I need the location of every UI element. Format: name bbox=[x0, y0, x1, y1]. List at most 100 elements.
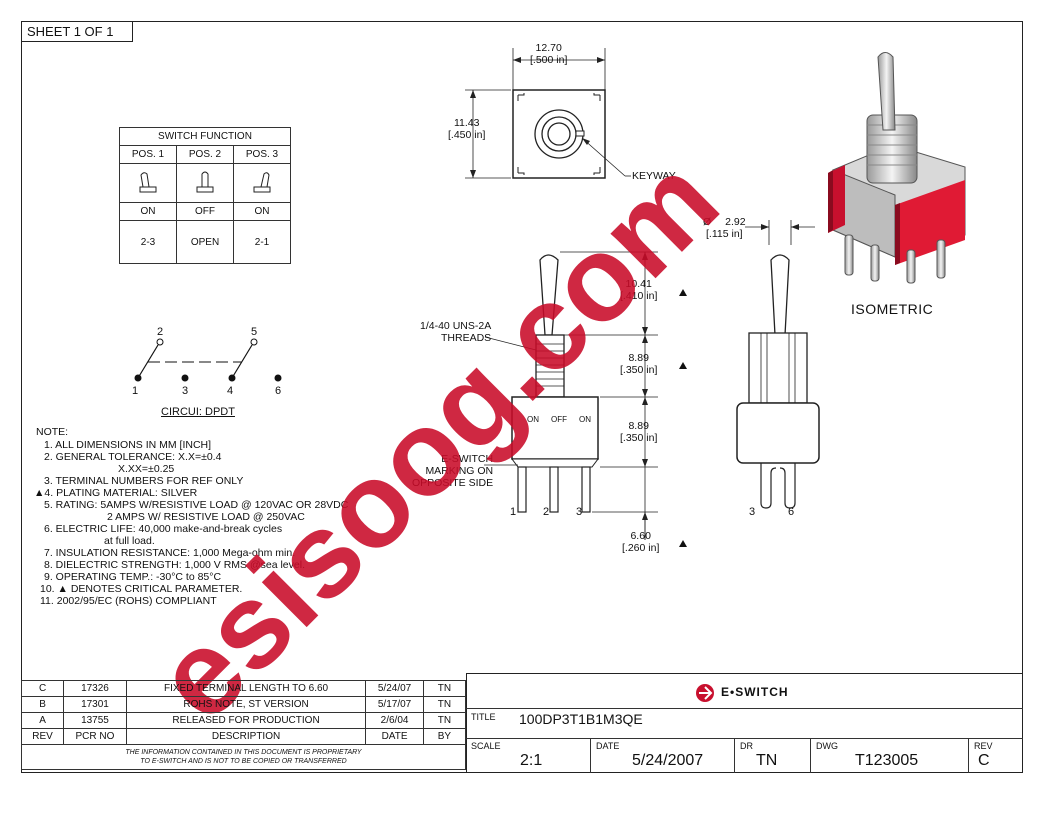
note-line: 3. TERMINAL NUMBERS FOR REF ONLY bbox=[44, 475, 244, 487]
desc-cell: ROHS NOTE, ST VERSION bbox=[125, 696, 367, 713]
marking-line-3: OPPOSITE SIDE bbox=[412, 477, 494, 489]
title-block bbox=[466, 673, 1023, 773]
note-line: 1. ALL DIMENSIONS IN MM [INCH] bbox=[44, 439, 212, 451]
dim-body-in: [.350 in] bbox=[620, 432, 658, 444]
isometric-view-image bbox=[828, 52, 966, 284]
dim-bushing-in: [.350 in] bbox=[620, 364, 658, 376]
marking-line-1: E-SWITCH bbox=[441, 453, 494, 465]
dim-width-mm: 12.70 bbox=[535, 42, 562, 54]
notes-title: NOTE: bbox=[36, 426, 69, 438]
dim-diameter-in: [.115 in] bbox=[706, 228, 743, 240]
dim-lever: 10.41 [.410 in] bbox=[620, 278, 657, 302]
switch-function-title: SWITCH FUNCTION bbox=[119, 127, 291, 146]
dwg-value: T123005 bbox=[855, 752, 919, 769]
body-marking-on-2: ON bbox=[579, 415, 591, 424]
dim-body: 8.89 [.350 in] bbox=[620, 420, 657, 444]
by-cell: TN bbox=[422, 712, 467, 729]
title-block-divider bbox=[466, 738, 1023, 739]
dim-width: 12.70 [.500 in] bbox=[530, 42, 567, 66]
state-cell: ON bbox=[233, 202, 291, 221]
rev-header: REV bbox=[20, 728, 65, 745]
title-block-divider bbox=[466, 708, 1023, 709]
note-line: 9. OPERATING TEMP.: -30°C to 85°C bbox=[44, 571, 222, 583]
e-switch-logo-icon bbox=[696, 684, 714, 702]
by-header: BY bbox=[422, 728, 467, 745]
toggle-right-icon bbox=[233, 163, 291, 203]
body-marking-off: OFF bbox=[551, 415, 567, 424]
circuit-label: CIRCUI: DPDT bbox=[161, 406, 235, 418]
note-line: at full load. bbox=[104, 535, 155, 547]
side-view-drawing bbox=[736, 220, 820, 509]
front-view-drawing bbox=[484, 251, 687, 547]
note-line: 8. DIELECTRIC STRENGTH: 1,000 V RMS @sea… bbox=[44, 559, 305, 571]
threads-label: 1/4-40 UNS-2A THREADS bbox=[420, 320, 491, 344]
note-line: 6. ELECTRIC LIFE: 40,000 make-and-break … bbox=[44, 523, 283, 535]
dim-height: 11.43 [.450 in] bbox=[448, 117, 485, 141]
state-cell: OFF bbox=[176, 202, 234, 221]
proprietary-notice: THE INFORMATION CONTAINED IN THIS DOCUME… bbox=[21, 744, 466, 770]
top-view-drawing bbox=[465, 48, 631, 179]
dim-bushing: 8.89 [.350 in] bbox=[620, 352, 657, 376]
pcr-header: PCR NO bbox=[63, 728, 127, 745]
dr-label: DR bbox=[740, 741, 753, 751]
note-line: 7. INSULATION RESISTANCE: 1,000 Mega-ohm… bbox=[44, 547, 296, 559]
connection-cell: OPEN bbox=[176, 220, 234, 264]
scale-value: 2:1 bbox=[520, 752, 543, 769]
proprietary-line-2: TO E-SWITCH AND IS NOT TO BE COPIED OR T… bbox=[140, 758, 347, 765]
title-label: TITLE bbox=[471, 712, 496, 722]
title-block-divider bbox=[590, 738, 591, 773]
rev-cell: C bbox=[20, 680, 65, 697]
desc-header: DESCRIPTION bbox=[125, 728, 367, 745]
pin-label: 3 bbox=[576, 506, 583, 518]
terminal-label: 4 bbox=[227, 385, 234, 397]
date-cell: 5/17/07 bbox=[365, 696, 424, 713]
desc-cell: RELEASED FOR PRODUCTION bbox=[125, 712, 367, 729]
isometric-label: ISOMETRIC bbox=[851, 301, 934, 317]
pos-header: POS. 1 bbox=[119, 145, 177, 164]
pin-label: 1 bbox=[510, 506, 517, 518]
note-line: 2 AMPS W/ RESISTIVE LOAD @ 250VAC bbox=[107, 511, 305, 523]
state-cell: ON bbox=[119, 202, 177, 221]
dim-terminal-in: [.260 in] bbox=[622, 542, 660, 554]
marking-label: E-SWITCH MARKING ON OPPOSITE SIDE bbox=[412, 453, 493, 489]
title-block-divider bbox=[968, 738, 969, 773]
rev-cell: B bbox=[20, 696, 65, 713]
pin-label: 3 bbox=[749, 506, 756, 518]
note-line: 5. RATING: 5AMPS W/RESISTIVE LOAD @ 120V… bbox=[44, 499, 349, 511]
date-value: 5/24/2007 bbox=[632, 752, 704, 769]
threads-line-1: 1/4-40 UNS-2A bbox=[420, 320, 492, 332]
marking-line-2: MARKING ON bbox=[425, 465, 494, 477]
pin-label: 6 bbox=[788, 506, 795, 518]
dwg-label: DWG bbox=[816, 741, 838, 751]
rev-label: REV bbox=[974, 741, 993, 751]
note-line: 11. 2002/95/EC (ROHS) COMPLIANT bbox=[40, 595, 217, 607]
by-cell: TN bbox=[422, 680, 467, 697]
title-value: 100DP3T1B1M3QE bbox=[519, 711, 643, 727]
dim-height-mm: 11.43 bbox=[453, 117, 480, 129]
title-block-divider bbox=[734, 738, 735, 773]
dim-lever-mm: 10.41 bbox=[625, 278, 652, 290]
dim-width-in: [.500 in] bbox=[530, 54, 568, 66]
date-label: DATE bbox=[596, 741, 620, 751]
connection-cell: 2-1 bbox=[233, 220, 291, 264]
proprietary-line-1: THE INFORMATION CONTAINED IN THIS DOCUME… bbox=[125, 749, 362, 756]
note-line: ▲4. PLATING MATERIAL: SILVER bbox=[34, 487, 198, 499]
dim-body-mm: 8.89 bbox=[628, 420, 649, 432]
body-marking-on-1: ON bbox=[527, 415, 539, 424]
dim-lever-in: [.410 in] bbox=[620, 290, 658, 302]
dim-height-in: [.450 in] bbox=[448, 129, 486, 141]
rev-value: C bbox=[978, 752, 990, 769]
keyway-label: KEYWAY bbox=[632, 170, 676, 182]
dim-terminal: 6.60 [.260 in] bbox=[622, 530, 659, 554]
terminal-label: 3 bbox=[182, 385, 189, 397]
date-cell: 2/6/04 bbox=[365, 712, 424, 729]
dr-value: TN bbox=[756, 752, 778, 769]
by-cell: TN bbox=[422, 696, 467, 713]
terminal-label: 2 bbox=[157, 326, 164, 338]
terminal-label: 6 bbox=[275, 385, 282, 397]
note-line: 10. ▲ DENOTES CRITICAL PARAMETER. bbox=[40, 583, 243, 595]
pcr-cell: 17301 bbox=[63, 696, 127, 713]
rev-cell: A bbox=[20, 712, 65, 729]
dim-dia-mm: 2.92 bbox=[725, 216, 746, 228]
